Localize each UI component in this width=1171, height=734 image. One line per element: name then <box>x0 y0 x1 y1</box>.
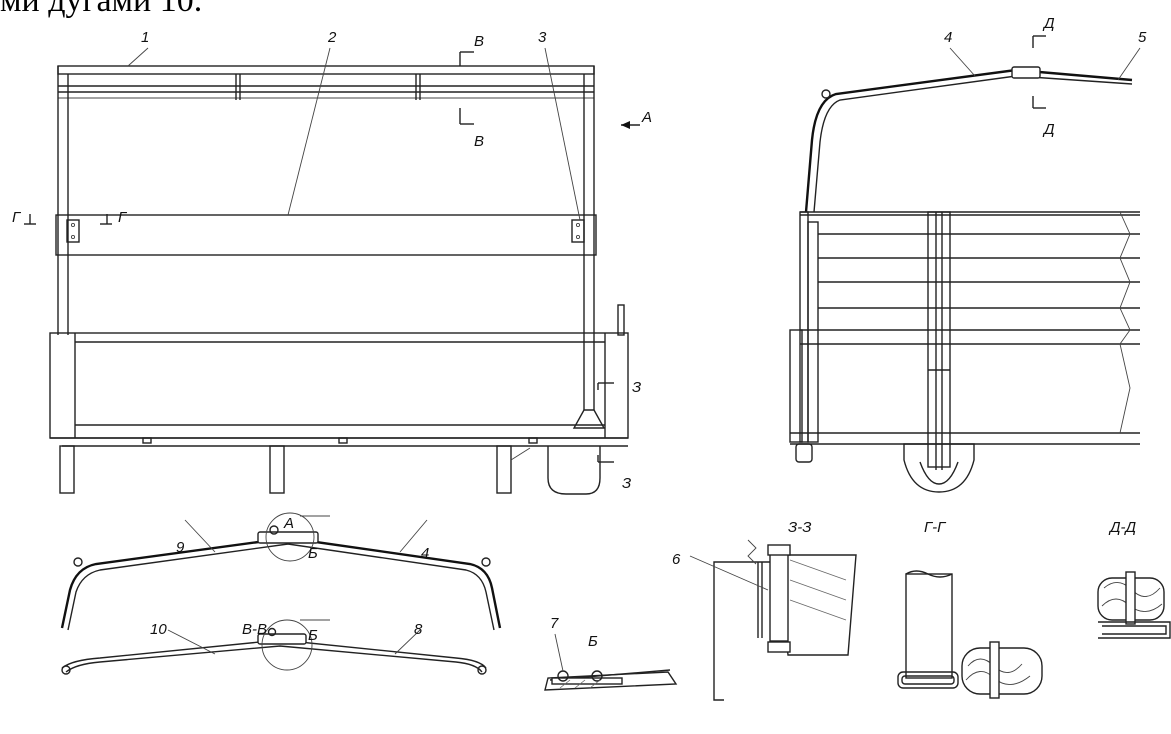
section-title-zz: З-З <box>788 519 811 536</box>
section-mark-v-top: В <box>474 33 484 50</box>
callout-10: 10 <box>150 621 167 638</box>
callout-6: 6 <box>672 551 681 568</box>
view-title-a: А <box>283 515 294 532</box>
detail-mark-b2: Б <box>308 627 318 644</box>
header-text-fragment: ми дугами 10. <box>0 0 202 18</box>
detail-title-b: Б <box>588 633 598 650</box>
detail-b <box>544 633 678 691</box>
view-mark-a: А <box>641 109 652 126</box>
callout-8: 8 <box>414 621 423 638</box>
rear-view <box>789 35 1141 493</box>
section-vv <box>61 619 487 675</box>
callout-4-view-a: 4 <box>421 545 429 562</box>
callout-5: 5 <box>1138 29 1147 46</box>
labels: 1 2 3 4 5 В В А Г Г З З Д Д А 9 Б 4 10 В… <box>12 15 1147 650</box>
callout-3: 3 <box>538 29 547 46</box>
section-zz <box>689 539 857 701</box>
section-dd <box>1097 571 1171 639</box>
detail-mark-b1: Б <box>308 545 318 562</box>
section-mark-g-right: Г <box>118 209 128 226</box>
callout-4-rear: 4 <box>944 29 952 46</box>
view-a <box>60 512 502 631</box>
callout-2: 2 <box>327 29 337 46</box>
callout-9: 9 <box>176 539 185 556</box>
side-view <box>24 47 640 495</box>
callout-7: 7 <box>550 615 559 632</box>
section-gg <box>897 570 1043 699</box>
section-title-vv: В-В <box>242 621 267 638</box>
section-mark-z-bottom: З <box>622 475 631 492</box>
section-mark-d-bottom: Д <box>1042 121 1055 138</box>
section-mark-d-top: Д <box>1042 15 1055 32</box>
section-title-gg: Г-Г <box>924 519 947 536</box>
section-mark-v-bottom: В <box>474 133 484 150</box>
section-mark-g-left: Г <box>12 209 22 226</box>
section-title-dd: Д-Д <box>1108 519 1137 536</box>
section-mark-z-top: З <box>632 379 641 396</box>
callout-1: 1 <box>141 29 149 46</box>
